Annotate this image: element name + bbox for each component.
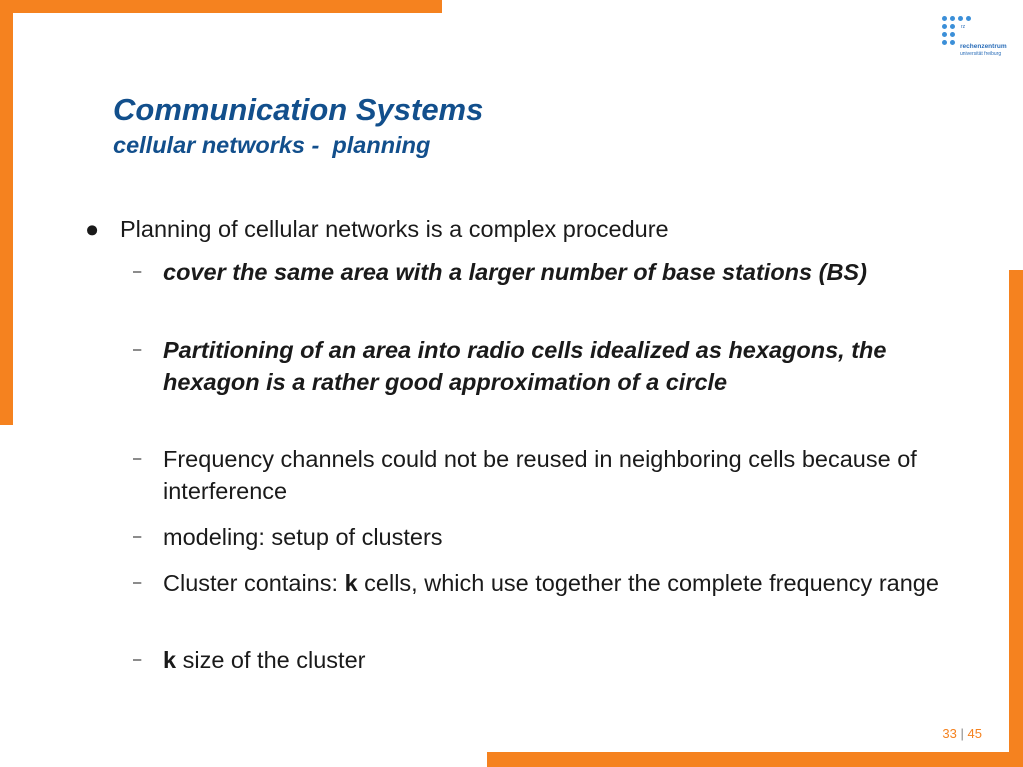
slide-subtitle: cellular networks - planning [113,132,431,158]
orange-bar-right [1009,270,1023,767]
dash-icon: – [133,263,142,280]
sub-bullet-text: k size of the cluster [163,644,953,676]
dash-icon: – [133,450,142,467]
variable-k: k [344,570,358,596]
sub-bullet-pre: Cluster contains: [163,570,345,596]
dash-icon: – [133,574,142,591]
bullet-dot-icon: ● [85,216,100,242]
orange-bar-top [0,0,442,13]
sub-bullet-text: Cluster contains: k cells, which use tog… [163,567,953,599]
dash-icon: – [133,341,142,358]
variable-k: k [163,647,177,673]
page-number: 33 | 45 [920,726,982,741]
logo-line2: universität freiburg [960,51,1002,57]
sub-bullet-post: size of the cluster [176,647,366,673]
dash-icon: – [133,651,142,668]
dash-icon: – [133,528,142,545]
orange-bar-bottom [487,752,1023,767]
main-bullet-text: Planning of cellular networks is a compl… [120,216,669,242]
logo-line1: rechenzentrum [960,43,1007,50]
sub-bullet-text: cover the same area with a larger number… [163,259,867,285]
sub-bullet-text: Frequency channels could not be reused i… [163,446,917,504]
slide-title: Communication Systems [113,92,484,127]
sub-bullet-post: cells, which use together the complete f… [357,570,939,596]
page-separator: | [960,726,964,741]
sub-bullet-text: modeling: setup of clusters [163,524,443,550]
page-current: 33 [942,726,957,741]
sub-bullet-text: Partitioning of an area into radio cells… [163,337,887,395]
orange-bar-left [0,0,13,425]
university-logo: rz rechenzentrum universität freiburg [940,14,1010,64]
page-total: 45 [967,726,982,741]
logo-abbr: rz [961,24,966,30]
